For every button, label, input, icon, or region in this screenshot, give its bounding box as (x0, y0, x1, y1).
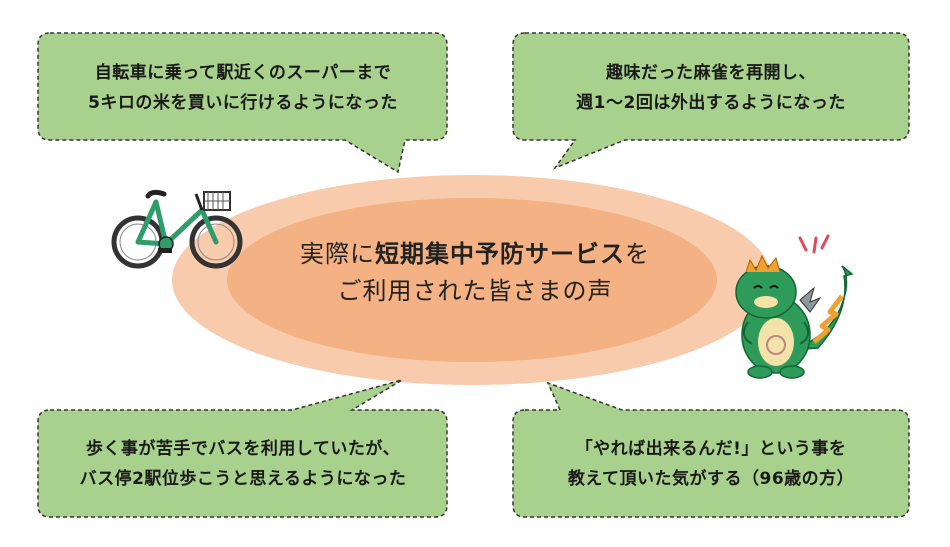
bubble-bottom-left (37, 379, 448, 518)
center-title-emphasis: 短期集中予防サービス (375, 240, 625, 268)
center-title: 実際に短期集中予防サービスを ご利用された皆さまの声 (240, 236, 710, 310)
center-title-suffix: を (625, 240, 650, 268)
bubble-text-top-right: 趣味だった麻雀を再開し、 週1〜2回は外出するようになった (520, 58, 902, 118)
bubble-text-bottom-right: 「やれば出来るんだ!」という事を 教えて頂いた気がする（96歳の方） (520, 434, 902, 494)
bubble-text-bottom-left: 歩く事が苦手でバスを利用していたが、 バス停2駅位歩こうと思えるようになった (44, 434, 442, 494)
bubble-line: 自転車に乗って駅近くのスーパーまで (94, 63, 392, 83)
bubble-line: 歩く事が苦手でバスを利用していたが、 (85, 439, 401, 459)
bicycle-icon (111, 189, 243, 269)
bubble-line: 週1〜2回は外出するようになった (576, 93, 846, 113)
bubble-line: 「やれば出来るんだ!」という事を (575, 439, 847, 459)
bubble-line: 5キロの米を買いに行けるようになった (88, 93, 398, 113)
bubble-text-top-left: 自転車に乗って駅近くのスーパーまで 5キロの米を買いに行けるようになった (48, 58, 438, 118)
bubble-top-left (37, 32, 448, 174)
center-title-prefix: 実際に (300, 240, 375, 268)
center-title-line1: 実際に短期集中予防サービスを (240, 236, 710, 273)
bubble-top-right (512, 32, 910, 170)
bubble-line: バス停2駅位歩こうと思えるようになった (79, 469, 407, 489)
dragon-mascot-icon (735, 234, 854, 379)
center-title-line2: ご利用された皆さまの声 (337, 277, 613, 305)
bubble-bottom-right (512, 381, 910, 518)
bubble-line: 教えて頂いた気がする（96歳の方） (567, 469, 855, 489)
inner-ellipse (227, 198, 717, 362)
bubble-line: 趣味だった麻雀を再開し、 (606, 63, 816, 83)
